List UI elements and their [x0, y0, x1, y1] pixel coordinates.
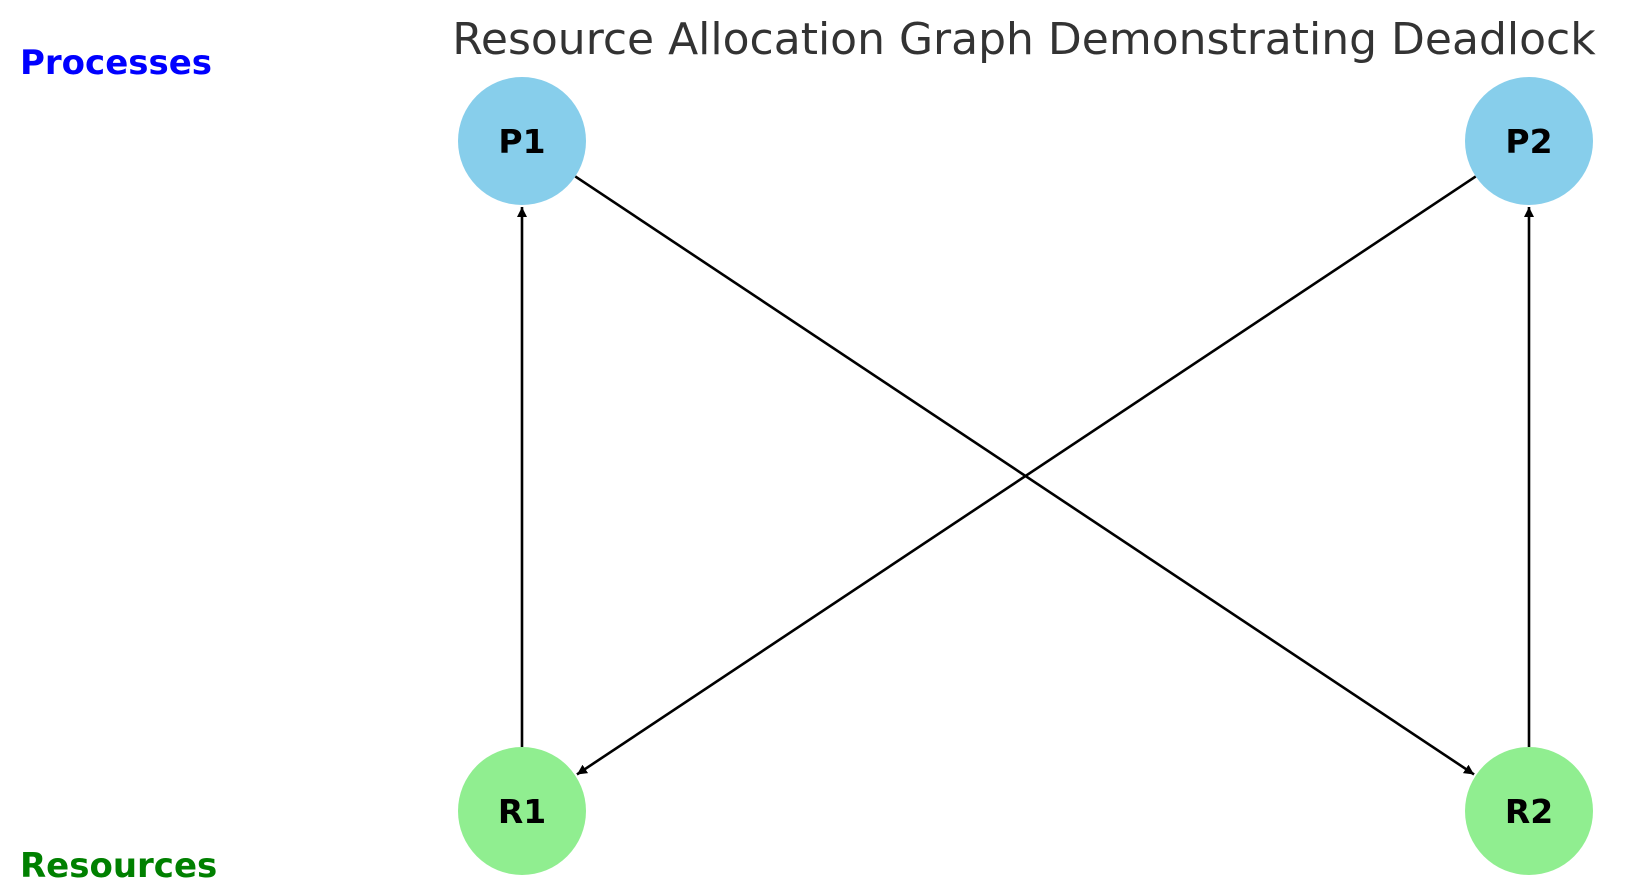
resource-node-circle [1465, 747, 1593, 875]
edges-layer [517, 175, 1534, 776]
processes-group-label: Processes [20, 43, 212, 83]
node-label: R2 [1505, 792, 1553, 831]
resource-node-circle [458, 747, 586, 875]
process-node-circle [458, 77, 586, 205]
node-r1: R1 [458, 747, 586, 875]
diagram-title: Resource Allocation Graph Demonstrating … [452, 14, 1596, 65]
edge-p2-to-r1 [576, 175, 1477, 776]
node-label: R1 [498, 792, 546, 831]
resources-group-label: Resources [20, 846, 217, 886]
node-label: P2 [1505, 122, 1552, 161]
node-p1: P1 [458, 77, 586, 205]
node-label: P1 [498, 122, 545, 161]
node-r2: R2 [1465, 747, 1593, 875]
node-p2: P2 [1465, 77, 1593, 205]
process-node-circle [1465, 77, 1593, 205]
